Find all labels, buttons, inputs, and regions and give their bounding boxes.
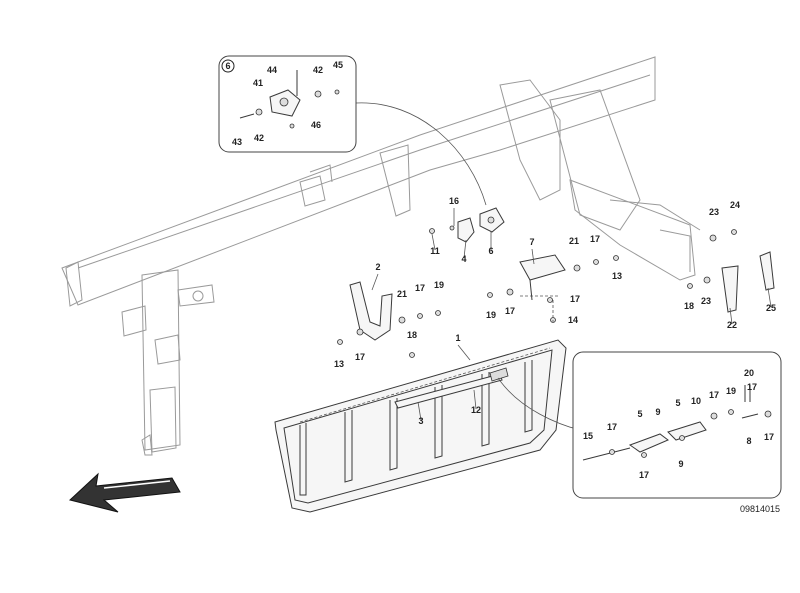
callout-17: 17 xyxy=(764,432,774,442)
callout-5: 5 xyxy=(675,398,680,408)
callout-22: 22 xyxy=(727,320,737,330)
callout-18: 18 xyxy=(407,330,417,340)
callout-19: 19 xyxy=(726,386,736,396)
callout-17: 17 xyxy=(570,294,580,304)
callout-44: 44 xyxy=(267,65,277,75)
callout-20: 20 xyxy=(744,368,754,378)
callout-15: 15 xyxy=(583,431,593,441)
direction-arrow xyxy=(68,472,181,513)
detail-inset-bottom xyxy=(572,351,782,499)
callout-12: 12 xyxy=(471,405,481,415)
hardware xyxy=(337,225,737,358)
callout-13: 13 xyxy=(612,271,622,281)
callout-4: 4 xyxy=(461,254,466,264)
callout-23: 23 xyxy=(701,296,711,306)
detail-id-label: 6 xyxy=(225,61,230,71)
detail-inset-labels: 44 42 45 41 43 42 46 xyxy=(232,60,343,147)
callout-1: 1 xyxy=(455,333,460,343)
detail-connector xyxy=(355,102,487,206)
callout-17: 17 xyxy=(607,422,617,432)
callout-labels: 1234678991011121313141516171717171717171… xyxy=(334,196,776,480)
callout-10: 10 xyxy=(691,396,701,406)
callout-3: 3 xyxy=(418,416,423,426)
callout-45: 45 xyxy=(333,60,343,70)
callout-17: 17 xyxy=(505,306,515,316)
callout-46: 46 xyxy=(311,120,321,130)
callout-17: 17 xyxy=(639,470,649,480)
callout-19: 19 xyxy=(486,310,496,320)
callout-42: 42 xyxy=(254,133,264,143)
callout-17: 17 xyxy=(590,234,600,244)
callout-18: 18 xyxy=(684,301,694,311)
callout-13: 13 xyxy=(334,359,344,369)
callout-9: 9 xyxy=(678,459,683,469)
callout-16: 16 xyxy=(449,196,459,206)
callout-25: 25 xyxy=(766,303,776,313)
step-platform xyxy=(274,339,567,513)
callout-17: 17 xyxy=(355,352,365,362)
callout-43: 43 xyxy=(232,137,242,147)
callout-42: 42 xyxy=(313,65,323,75)
callout-11: 11 xyxy=(430,246,440,256)
callout-9: 9 xyxy=(655,407,660,417)
detail-inset-6: 6 xyxy=(218,55,357,153)
leader-lines xyxy=(371,208,772,421)
callout-17: 17 xyxy=(709,390,719,400)
callout-24: 24 xyxy=(730,200,740,210)
callout-17: 17 xyxy=(415,283,425,293)
vehicle-frame xyxy=(61,56,701,456)
callout-2: 2 xyxy=(375,262,380,272)
callout-19: 19 xyxy=(434,280,444,290)
callout-21: 21 xyxy=(397,289,407,299)
parts-4-6 xyxy=(457,207,505,243)
callout-41: 41 xyxy=(253,78,263,88)
bracket-7 xyxy=(519,254,566,301)
callout-7: 7 xyxy=(529,237,534,247)
parts-22-25 xyxy=(721,251,775,313)
callout-5: 5 xyxy=(637,409,642,419)
bracket-2 xyxy=(349,281,393,341)
callout-21: 21 xyxy=(569,236,579,246)
drawing-number: 09814015 xyxy=(740,504,780,514)
callout-17: 17 xyxy=(747,382,757,392)
callout-8: 8 xyxy=(746,436,751,446)
callout-23: 23 xyxy=(709,207,719,217)
callout-14: 14 xyxy=(568,315,578,325)
callout-6: 6 xyxy=(488,246,493,256)
